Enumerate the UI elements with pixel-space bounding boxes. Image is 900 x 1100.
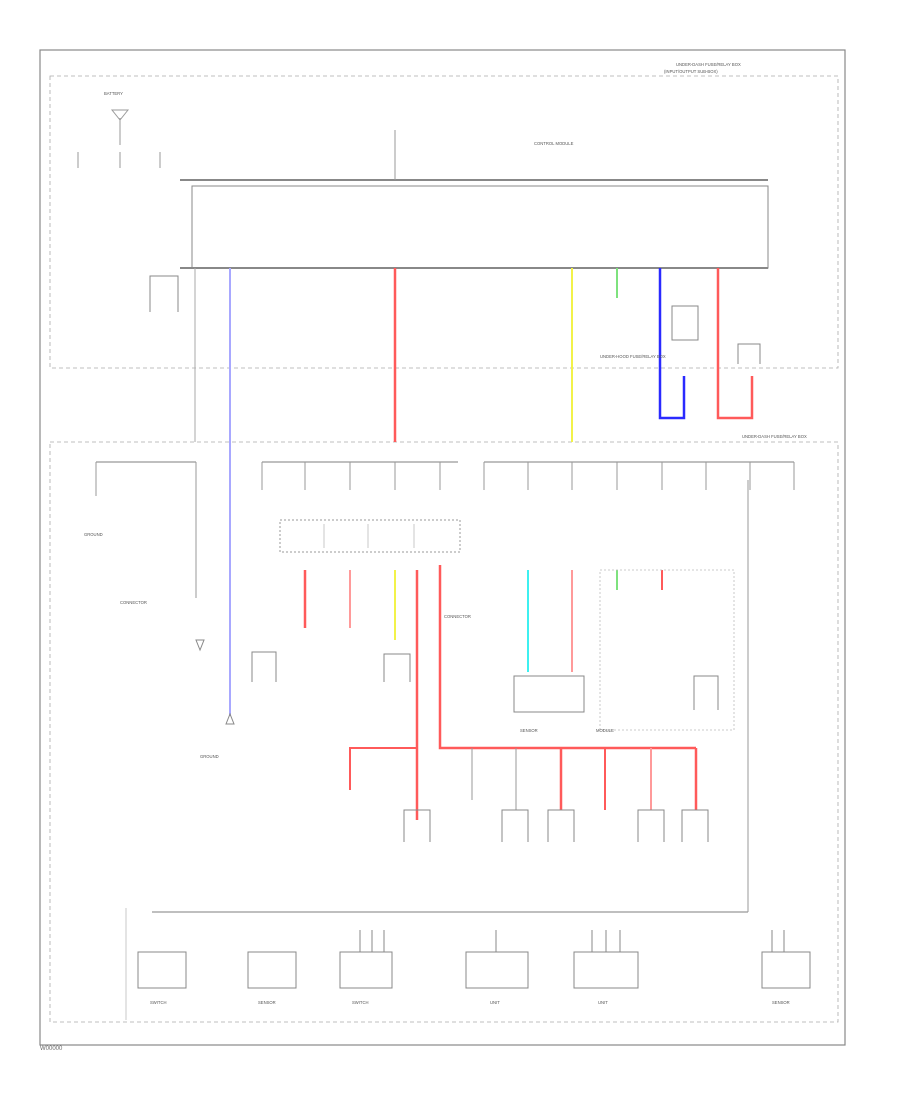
relay-strip [279,519,461,553]
bottom-label-1: SWITCH [150,1000,167,1005]
module-label-2: MODULE [596,728,614,733]
module-label-1: SENSOR [520,728,538,733]
upper-right-component [671,305,699,341]
wire-blue-loop [658,268,686,420]
lower-components [195,639,719,842]
footer-code: W00000 [40,1046,63,1052]
wire-red-left-branch [349,747,417,790]
wire-red-main-branch [438,565,696,750]
diagram-frame [39,49,846,1046]
upper-left-component [149,275,179,312]
lower-section-label: UNDER-DASH FUSE/RELAY BOX [742,434,807,439]
ground-label-2: GROUND [200,754,219,759]
battery-feed [77,109,161,168]
bottom-label-3: SWITCH [352,1000,369,1005]
upper-section-box [49,75,839,369]
bottom-label-6: SENSOR [772,1000,790,1005]
under-hood-label: UNDER-HOOD FUSE/RELAY BOX [600,354,666,359]
top-right-label-2: (INPUT/OUTPUT SUB-BOX) [664,69,718,74]
bottom-label-2: SENSOR [258,1000,276,1005]
upper-right-connector [737,343,761,364]
lower-section-box [49,441,839,1023]
battery-label: BATTERY [104,91,123,96]
lower-fuse-drops [95,462,795,598]
bottom-label-4: UNIT [490,1000,500,1005]
connector-label-b: CONNECTOR [444,614,471,619]
connector-label-a: CONNECTOR [120,600,147,605]
bottom-components [137,930,811,989]
ground-label-1: GROUND [84,532,103,537]
upper-fuse-box [191,185,769,269]
top-right-label-1: UNDER-DASH FUSE/RELAY BOX [676,62,741,67]
control-module-label: CONTROL MODULE [534,141,574,146]
wire-red-loop [716,268,754,420]
right-module-box [599,569,735,731]
bottom-label-5: UNIT [598,1000,608,1005]
